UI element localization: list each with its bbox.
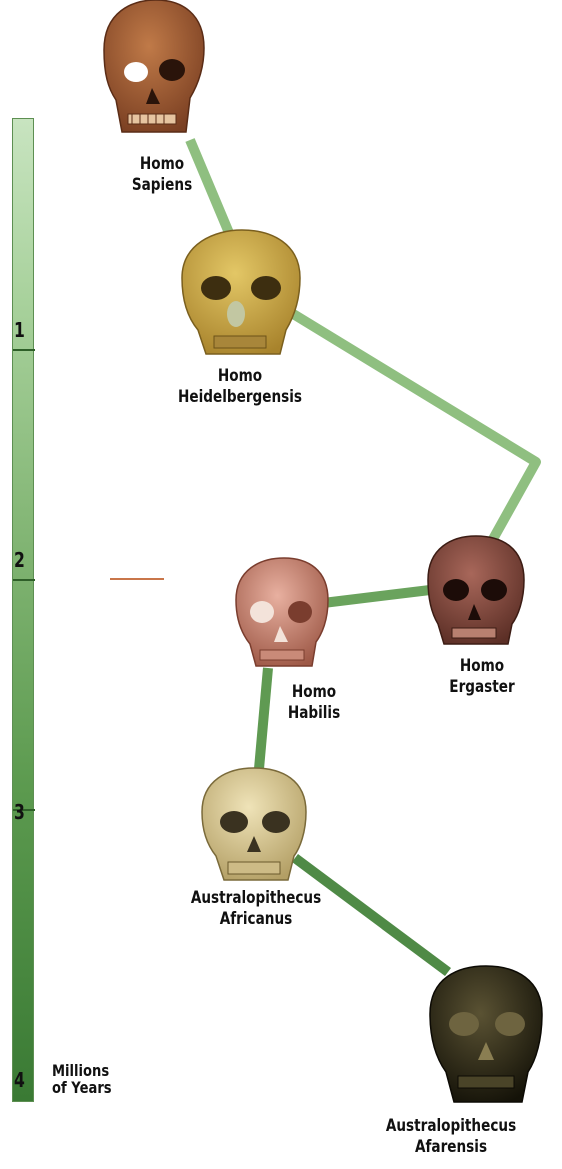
connector-ergaster-habilis xyxy=(315,590,430,604)
label-homo-sapiens-line1: Homo xyxy=(74,154,250,175)
australopithecus-afarensis-skull xyxy=(430,966,542,1102)
label-australopithecus-afarensis: Australopithecus Afarensis xyxy=(363,1116,539,1158)
label-australopithecus-afarensis-line2: Afarensis xyxy=(363,1137,539,1158)
label-homo-heidelbergensis: Homo Heidelbergensis xyxy=(152,366,328,408)
homo-sapiens-skull xyxy=(104,0,204,132)
label-homo-habilis-line2: Habilis xyxy=(226,703,402,724)
label-homo-ergaster-line2: Ergaster xyxy=(394,677,562,698)
label-homo-sapiens: Homo Sapiens xyxy=(74,154,250,196)
label-homo-habilis: Homo Habilis xyxy=(226,682,402,724)
label-homo-heidelbergensis-line2: Heidelbergensis xyxy=(152,387,328,408)
connector-heidelbergensis-ergaster xyxy=(290,312,536,548)
label-australopithecus-africanus-line1: Australopithecus xyxy=(168,888,344,909)
label-homo-ergaster-line1: Homo xyxy=(394,656,562,677)
label-homo-heidelbergensis-line1: Homo xyxy=(152,366,328,387)
label-homo-sapiens-line2: Sapiens xyxy=(74,175,250,196)
label-australopithecus-afarensis-line1: Australopithecus xyxy=(363,1116,539,1137)
label-homo-habilis-line1: Homo xyxy=(226,682,402,703)
homo-ergaster-skull xyxy=(428,536,524,644)
homo-heidelbergensis-skull xyxy=(182,230,300,354)
label-homo-ergaster: Homo Ergaster xyxy=(394,656,562,698)
label-australopithecus-africanus-line2: Africanus xyxy=(168,909,344,930)
australopithecus-africanus-skull xyxy=(202,768,306,880)
homo-habilis-skull xyxy=(236,558,328,666)
label-australopithecus-africanus: Australopithecus Africanus xyxy=(168,888,344,930)
